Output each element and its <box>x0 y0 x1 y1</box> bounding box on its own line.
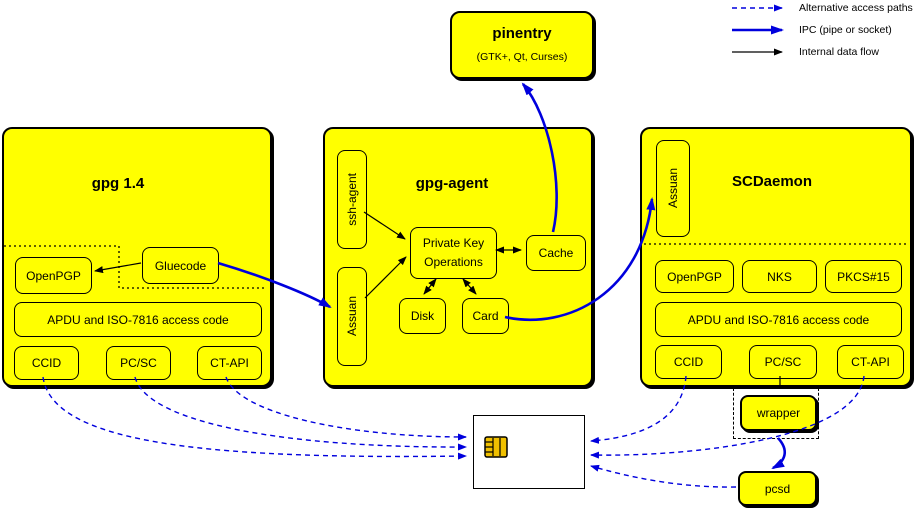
legend-item-internal: Internal data flow <box>730 45 913 59</box>
ctapi-scd-node: CT-API <box>837 345 904 379</box>
pinentry-subtitle: (GTK+, Qt, Curses) <box>476 51 568 63</box>
gpg14-panel: gpg 1.4 OpenPGP Gluecode APDU and ISO-78… <box>2 127 272 387</box>
pkcs15-node: PKCS#15 <box>825 260 902 293</box>
smartcard <box>473 415 585 489</box>
card-label: Card <box>472 309 499 323</box>
ctapi-label: CT-API <box>210 356 249 370</box>
wrapper-node: wrapper <box>740 395 817 431</box>
legend-label-alternative: Alternative access paths <box>799 2 913 14</box>
apdu-access-node: APDU and ISO-7816 access code <box>14 302 262 337</box>
pcsc-scd-label: PC/SC <box>764 355 802 369</box>
gpg-agent-panel: gpg-agent ssh-agent Assuan Private Key O… <box>323 127 593 387</box>
pcsc-node: PC/SC <box>106 346 171 380</box>
openpgp-scd-node: OpenPGP <box>655 260 734 293</box>
black-arrow-icon <box>732 48 783 56</box>
cache-label: Cache <box>538 246 574 260</box>
private-key-operations-node: Private Key Operations <box>410 227 497 279</box>
solid-blue-arrow-icon <box>732 25 784 35</box>
assuan-agent-node: Assuan <box>337 267 367 366</box>
pcsc-label: PC/SC <box>120 356 157 370</box>
ssh-agent-label: ssh-agent <box>345 173 359 226</box>
ccid-label: CCID <box>31 356 62 370</box>
pcsd-node: pcsd <box>738 471 817 506</box>
assuan-scd-label: Assuan <box>666 168 680 209</box>
legend-label-ipc: IPC (pipe or socket) <box>799 24 892 36</box>
dashed-blue-arrow-icon <box>732 4 783 12</box>
pcsd-label: pcsd <box>764 481 791 496</box>
smartcard-chip-icon <box>484 436 508 458</box>
ipc-wrapper-to-pcsd <box>771 437 786 470</box>
scdaemon-title: SCDaemon <box>731 173 813 190</box>
pkcs15-label: PKCS#15 <box>837 269 890 284</box>
alt-scd-ctapi-to-card <box>590 375 865 459</box>
nks-node: NKS <box>742 260 817 293</box>
apdu-access-label: APDU and ISO-7816 access code <box>47 312 229 327</box>
ctapi-node: CT-API <box>197 346 262 380</box>
disk-node: Disk <box>399 298 446 334</box>
pinentry-node: pinentry (GTK+, Qt, Curses) <box>450 11 594 79</box>
legend-item-ipc: IPC (pipe or socket) <box>730 23 913 37</box>
pinentry-title: pinentry <box>492 25 552 42</box>
openpgp-scd-label: OpenPGP <box>667 269 722 284</box>
pcsc-scd-node: PC/SC <box>749 345 817 379</box>
gluecode-label: Gluecode <box>154 258 207 273</box>
scdaemon-panel: SCDaemon Assuan OpenPGP NKS PKCS#15 APDU… <box>640 127 912 387</box>
card-node: Card <box>462 298 509 334</box>
pko-line2: Operations <box>424 255 483 269</box>
assuan-scd-node: Assuan <box>656 140 690 237</box>
ccid-node: CCID <box>14 346 79 380</box>
alt-pcsd-to-card <box>590 464 737 488</box>
alt-gpg14-pcsc-to-card <box>134 376 467 451</box>
legend-item-alternative: Alternative access paths <box>730 1 913 15</box>
pko-line1: Private Key <box>422 235 485 250</box>
ctapi-scd-label: CT-API <box>851 355 890 369</box>
ssh-agent-node: ssh-agent <box>337 150 367 249</box>
openpgp-node: OpenPGP <box>15 257 92 294</box>
gpg14-title: gpg 1.4 <box>91 175 145 192</box>
cache-node: Cache <box>526 235 586 271</box>
wrapper-label: wrapper <box>756 406 801 420</box>
nks-label: NKS <box>767 269 792 284</box>
openpgp-label: OpenPGP <box>26 268 81 283</box>
ccid-scd-node: CCID <box>655 345 722 379</box>
legend-label-internal: Internal data flow <box>799 46 879 58</box>
assuan-agent-label: Assuan <box>345 296 359 337</box>
alt-gpg14-ccid-to-card <box>42 376 467 460</box>
gpg-agent-title: gpg-agent <box>415 175 489 192</box>
apdu-access-scd-node: APDU and ISO-7816 access code <box>655 302 902 337</box>
gluecode-node: Gluecode <box>142 247 219 284</box>
ccid-scd-label: CCID <box>673 355 704 369</box>
apdu-access-scd-label: APDU and ISO-7816 access code <box>687 312 870 327</box>
disk-label: Disk <box>410 309 435 323</box>
legend: Alternative access paths IPC (pipe or so… <box>730 1 913 59</box>
